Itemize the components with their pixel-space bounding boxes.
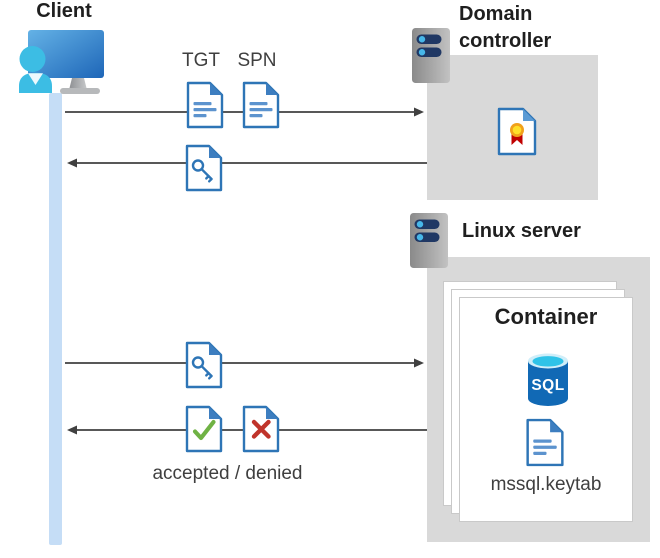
x-icon <box>251 419 271 439</box>
container-label: Container <box>494 304 598 329</box>
ticket-key-document-icon-2 <box>185 341 223 389</box>
spn-label: SPN <box>237 50 277 71</box>
container-page-front <box>459 297 633 522</box>
arrow-lines <box>65 111 427 431</box>
sql-badge-text: SQL <box>531 377 564 394</box>
sql-database-icon: SQL <box>528 353 568 406</box>
domain-controller-label: Domain controller <box>459 3 552 52</box>
arrowhead-right-1 <box>414 107 424 117</box>
keytab-filename: mssql.keytab <box>490 474 602 495</box>
linux-server-label: Linux server <box>462 220 581 242</box>
rosette-center <box>512 125 522 135</box>
spn-document-icon <box>242 81 280 129</box>
document-text-lines <box>249 102 273 118</box>
linux-server-icon <box>410 213 448 268</box>
accepted-denied-label: accepted / denied <box>152 463 303 484</box>
user-icon <box>19 46 52 93</box>
arrowhead-right-2 <box>414 358 424 368</box>
client-lifeline <box>49 93 62 545</box>
key-glyph <box>191 356 213 380</box>
ticket-key-document-icon <box>185 144 223 192</box>
client-label: Client <box>36 0 92 22</box>
arrowhead-left-1 <box>67 158 77 168</box>
tgt-label: TGT <box>182 50 220 71</box>
document-text-lines <box>533 439 557 455</box>
key-glyph <box>191 159 213 183</box>
certificate-icon <box>497 107 537 156</box>
client-workstation-icon <box>19 30 104 94</box>
arrowhead-left-2 <box>67 425 77 435</box>
document-text-lines <box>193 102 217 118</box>
arrow-heads <box>67 107 424 435</box>
keytab-document-icon <box>526 418 564 467</box>
denied-document-icon <box>242 405 280 453</box>
tgt-document-icon <box>186 81 224 129</box>
check-icon <box>192 419 216 441</box>
monitor-icon <box>28 30 104 94</box>
domain-controller-server-icon <box>412 28 450 83</box>
accepted-document-icon <box>185 405 223 453</box>
